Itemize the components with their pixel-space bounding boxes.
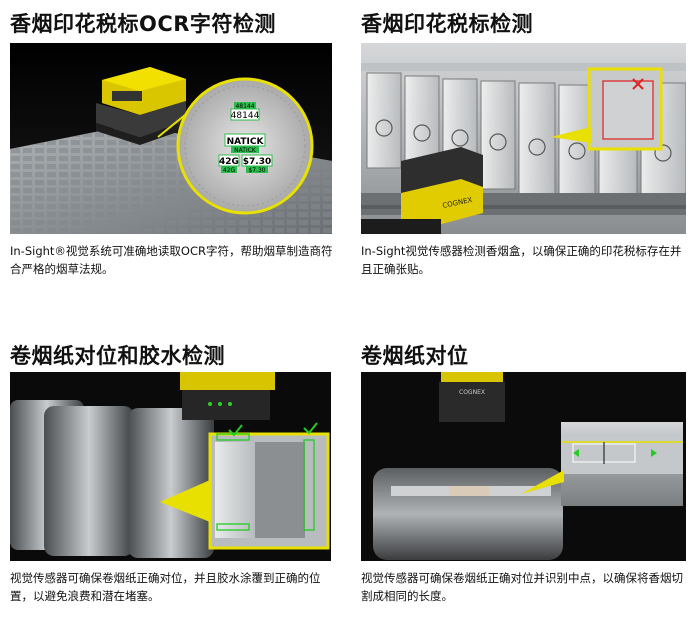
section-description-paper-alignment: 视觉传感器可确保卷烟纸正确对位并识别中点，以确保将香烟切割成相同的长度。 <box>361 571 683 603</box>
paper-glue-inspection-image <box>10 372 331 561</box>
ocr-code-small: 48144 <box>235 103 254 110</box>
ocr-price-small: $7.30 <box>248 167 265 174</box>
section-title-paper-alignment: 卷烟纸对位 <box>361 344 469 368</box>
section-description-paper-glue: 视觉传感器可确保卷烟纸正确对位，并且胶水涂覆到正确的位置，以避免浪费和潜在堵塞。 <box>10 571 321 603</box>
section-title-paper-glue: 卷烟纸对位和胶水检测 <box>10 344 225 368</box>
vision-camera <box>96 67 186 145</box>
section-title-ocr: 香烟印花税标OCR字符检测 <box>10 12 276 36</box>
ocr-price: $7.30 <box>243 157 271 167</box>
ocr-weight-small: 42G <box>223 167 236 174</box>
ocr-brand-small: NATICK <box>234 147 257 154</box>
ocr-magnifier: 48144 48144 NATICK NATICK 42G $7.30 42G … <box>176 77 314 215</box>
vision-camera: COGNEX <box>361 147 483 234</box>
ocr-inspection-image: 48144 48144 NATICK NATICK 42G $7.30 42G … <box>10 43 332 234</box>
paper-alignment-inspection-image: COGNEX <box>361 372 686 561</box>
vision-camera <box>180 372 275 420</box>
stamp-inspection-window <box>587 67 663 151</box>
ocr-weight: 42G <box>219 157 239 167</box>
camera-brand-label: COGNEX <box>459 389 485 396</box>
paper-inspection-frame <box>208 422 330 550</box>
section-description-ocr: In-Sight®视觉系统可准确地读取OCR字符，帮助烟草制造商符合严格的烟草法… <box>10 244 333 276</box>
section-title-tax-stamp: 香烟印花税标检测 <box>361 12 533 36</box>
alignment-magnifier <box>561 422 683 506</box>
section-description-tax-stamp: In-Sight视觉传感器检测香烟盒，以确保正确的印花税标存在并且正确张贴。 <box>361 244 682 276</box>
tax-stamp-inspection-image: COGNEX <box>361 43 686 234</box>
ocr-brand: NATICK <box>227 137 265 147</box>
vision-camera: COGNEX <box>439 372 505 422</box>
ocr-code: 48144 <box>231 111 260 121</box>
